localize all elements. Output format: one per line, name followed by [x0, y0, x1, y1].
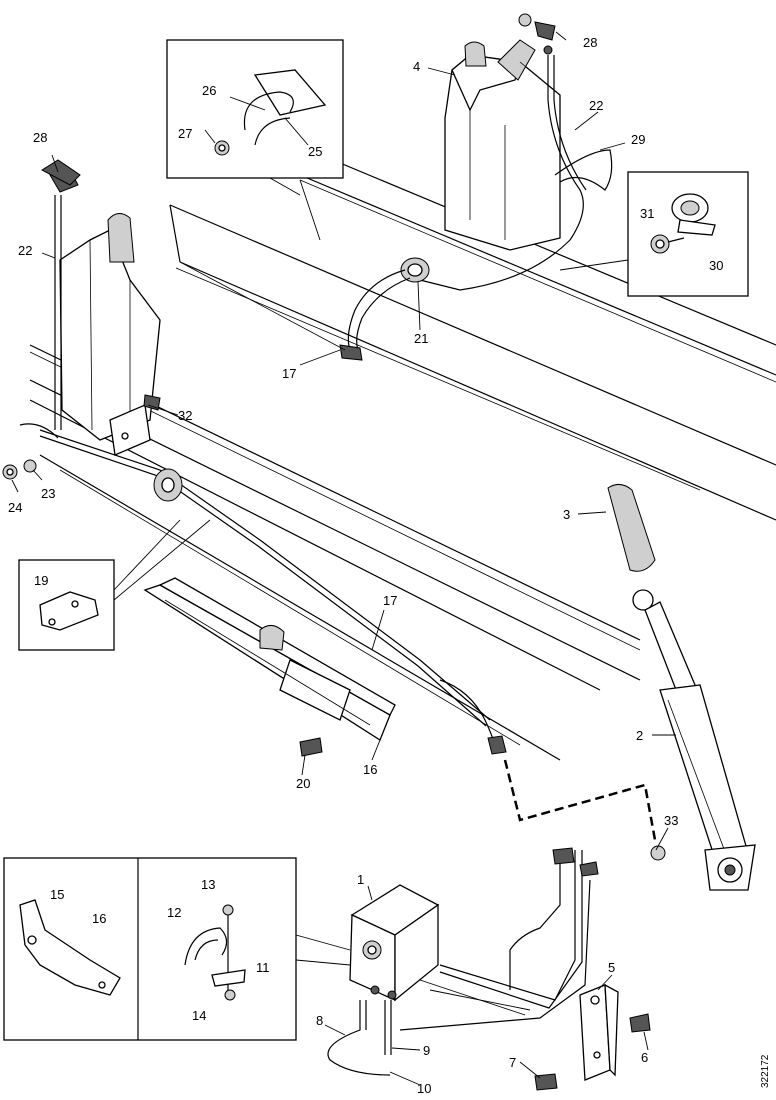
callout-13: 13: [201, 877, 215, 892]
cylinder-2: [607, 484, 756, 891]
callout-25: 25: [308, 144, 322, 159]
hydraulic-tank-upper: [444, 39, 561, 251]
callout-10: 10: [417, 1081, 431, 1096]
callout-26: 26: [202, 83, 216, 98]
callout-22-upper: 22: [589, 98, 603, 113]
reference-number: 322172: [760, 1054, 771, 1088]
detail-box-25-27: [166, 39, 344, 179]
callout-5: 5: [608, 960, 615, 975]
callout-33: 33: [664, 813, 678, 828]
callout-11: 11: [256, 960, 270, 975]
callout-8: 8: [316, 1013, 323, 1028]
callout-2: 2: [636, 728, 643, 743]
hose-17-lower: [439, 679, 657, 841]
hydraulic-tank-left: [59, 213, 161, 441]
callout-28-top: 28: [583, 35, 597, 50]
callout-22-left: 22: [18, 243, 32, 258]
callout-7: 7: [509, 1055, 516, 1070]
fittings-28: [41, 13, 556, 186]
callout-16: 16: [363, 762, 377, 777]
callout-12: 12: [167, 905, 181, 920]
callout-9: 9: [423, 1043, 430, 1058]
callout-29: 29: [631, 132, 645, 147]
leader-lines: [113, 177, 629, 1016]
callout-23: 23: [41, 486, 55, 501]
bracket-32: [109, 394, 161, 456]
detail-box-11-16: [3, 857, 297, 1041]
pipe-22-upper: [419, 55, 613, 291]
callout-18-detail: 16: [92, 911, 106, 926]
detail-box-30-31: [627, 171, 749, 297]
callout-32: 32: [178, 408, 192, 423]
callout-30: 30: [709, 258, 723, 273]
callout-leaders: [11, 31, 676, 1086]
grommet-21: [179, 257, 430, 361]
callout-21: 21: [414, 331, 428, 346]
callout-19: 19: [34, 573, 48, 588]
callout-15: 15: [50, 887, 64, 902]
callout-28-left: 28: [33, 130, 47, 145]
callout-3: 3: [563, 507, 570, 522]
bracket-5: [534, 983, 651, 1091]
callout-24: 24: [8, 500, 22, 515]
callout-17-upper: 17: [282, 366, 296, 381]
callout-4: 4: [413, 59, 420, 74]
detail-box-19: [18, 559, 115, 651]
callout-1: 1: [357, 872, 364, 887]
callout-17-lower: 17: [383, 593, 397, 608]
callout-14: 14: [192, 1008, 206, 1023]
callout-20: 20: [296, 776, 310, 791]
valve-block-1: [349, 884, 440, 1002]
callout-6: 6: [641, 1050, 648, 1065]
valve-pipes: [327, 847, 599, 1076]
nuts-23-24: [2, 459, 37, 480]
bracket-18-beam: [143, 577, 396, 757]
callout-27: 27: [178, 126, 192, 141]
callout-31: 31: [640, 206, 654, 221]
callout-labels: 1 2 3 4 5 6 7 8 9 10 11 12 13 14 15 16 1…: [8, 35, 723, 1096]
